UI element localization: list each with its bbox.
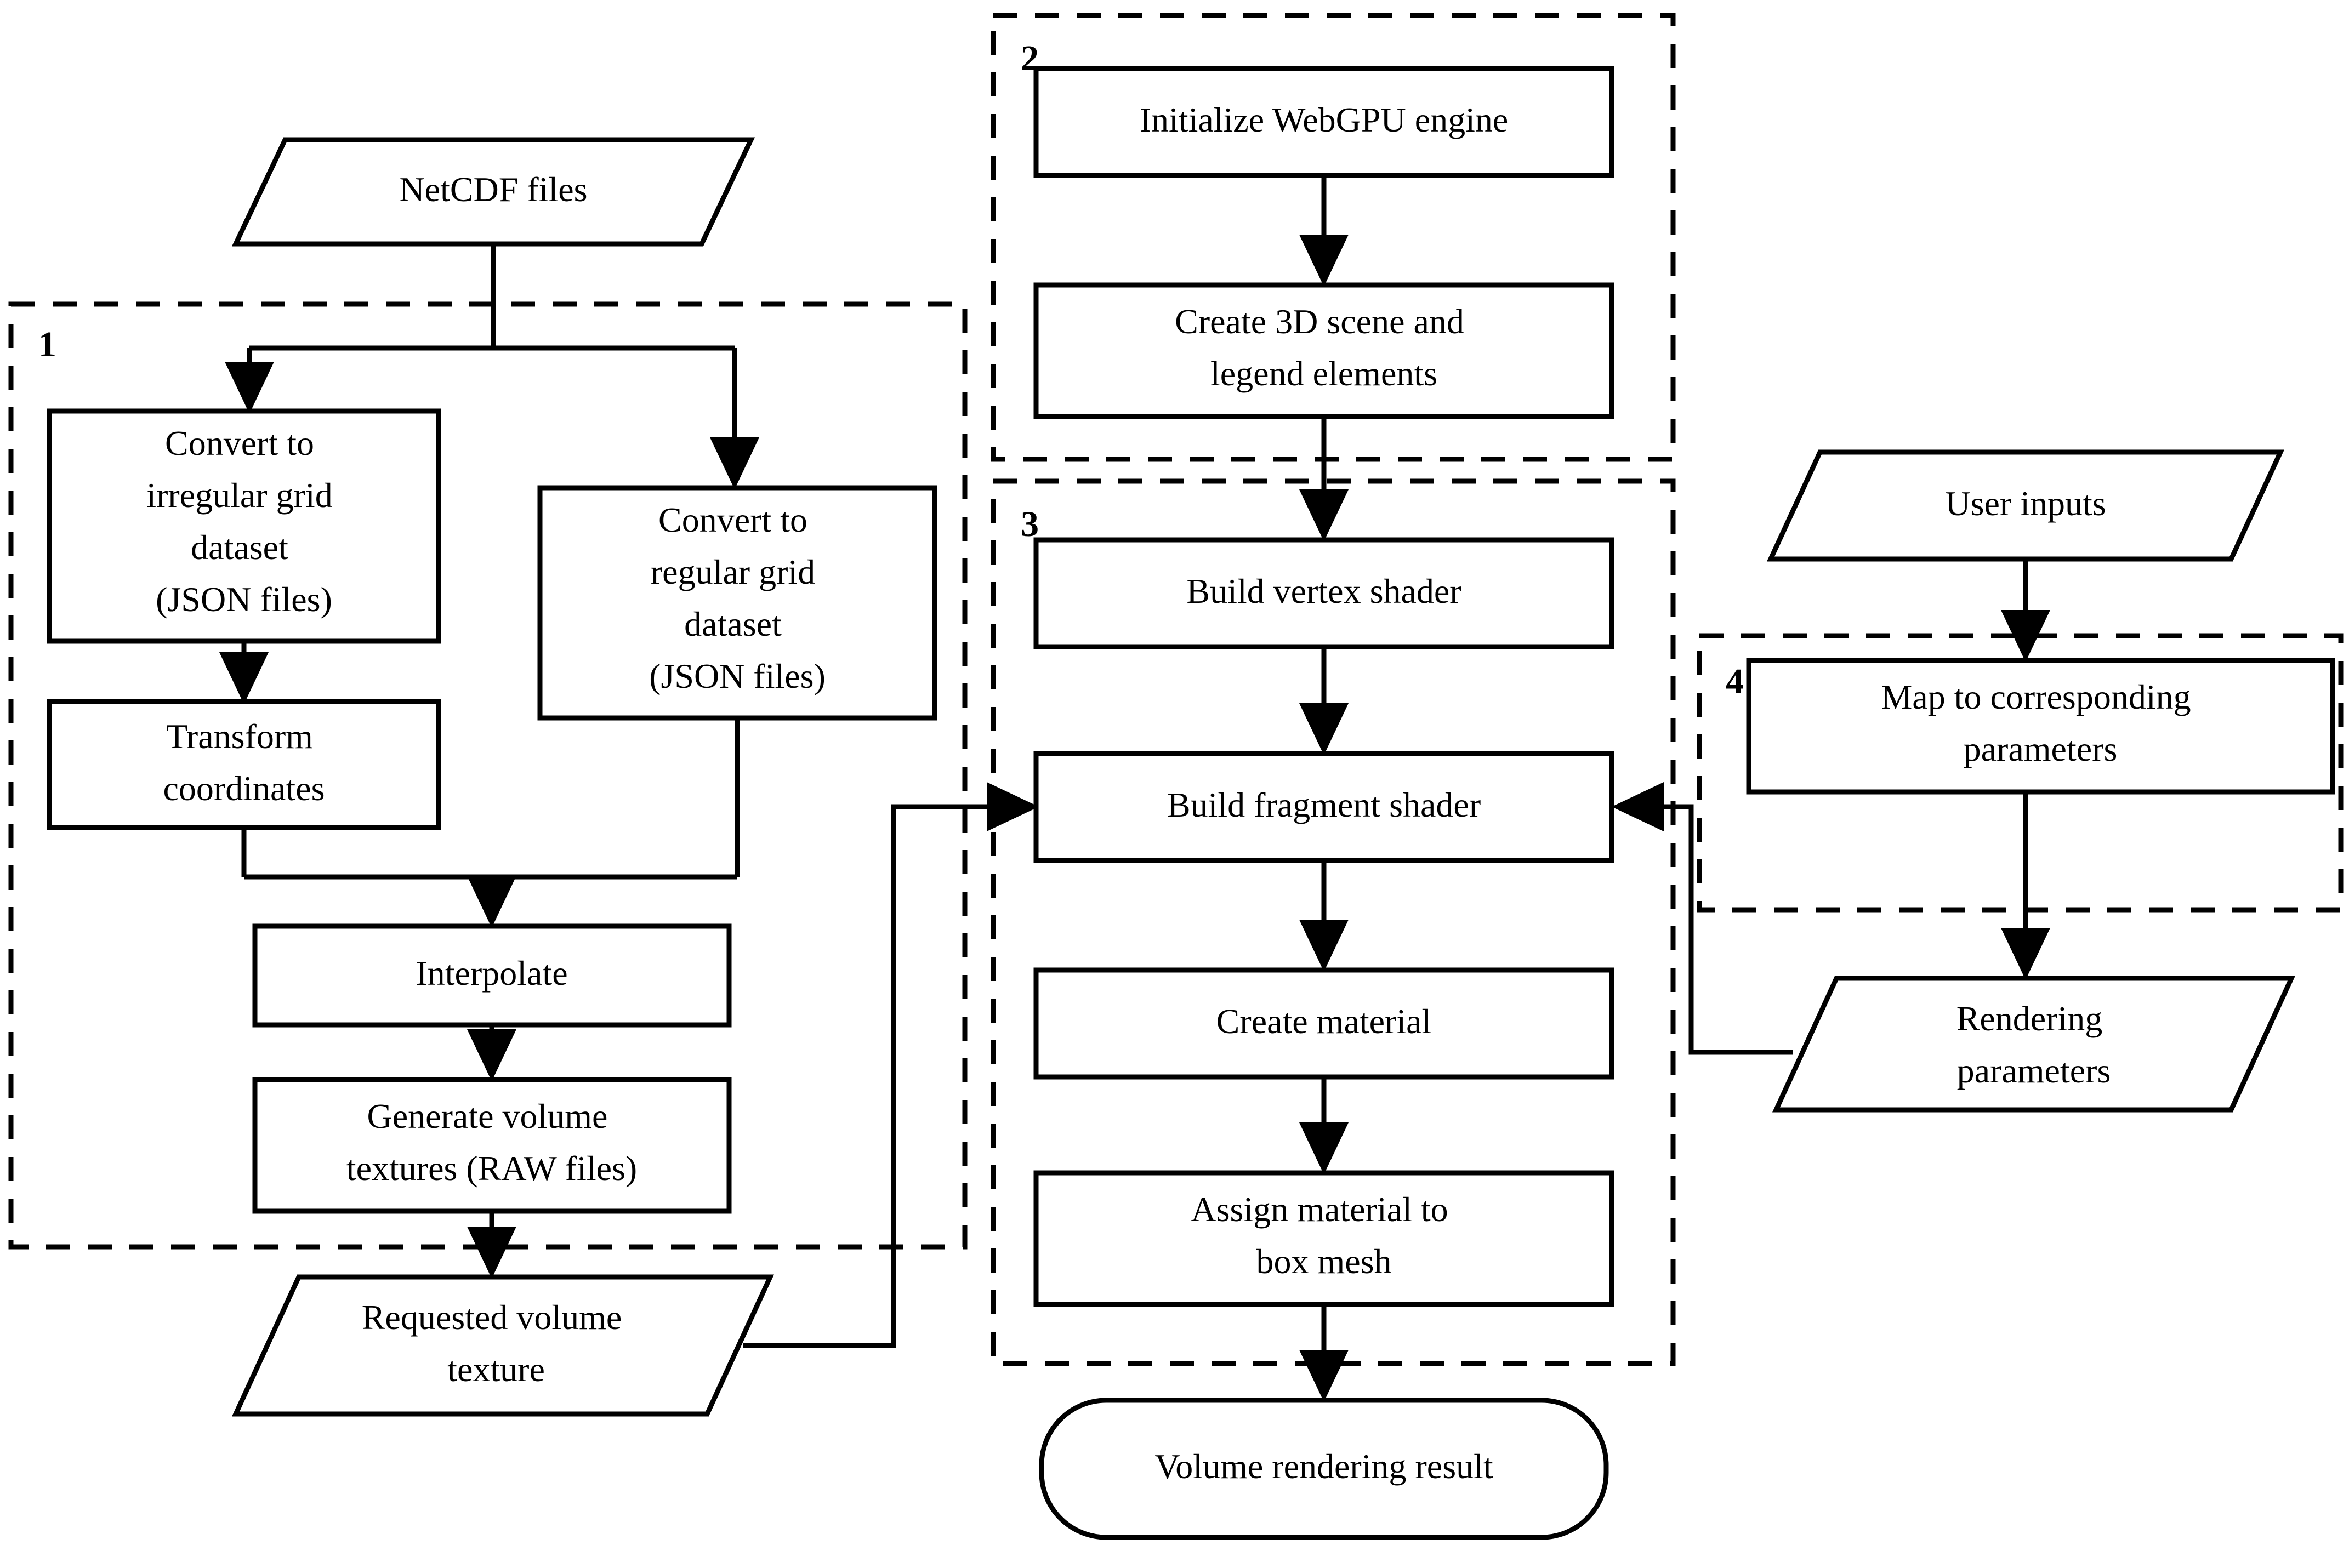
node-build-fragment-shader[interactable]: Build fragment shader bbox=[1033, 751, 1614, 863]
node-initialize-webgpu-engine[interactable]: Initialize WebGPU engine bbox=[1033, 66, 1614, 178]
rendering-parameters-label: Rendering parameters bbox=[1956, 999, 2112, 1090]
map-to-parameters-label: Map to corresponding parameters bbox=[1881, 677, 2199, 768]
arrowhead-to-renderparams bbox=[2001, 928, 2050, 980]
transform-coordinates-label: Transform coordinates bbox=[163, 717, 325, 808]
group-4-label: 4 bbox=[1726, 662, 1744, 702]
convert-regular-shape bbox=[537, 485, 937, 721]
netcdf-files-label: NetCDF files bbox=[399, 170, 587, 209]
create-3d-scene-shape bbox=[1033, 282, 1614, 419]
initialize-webgpu-engine-label: Initialize WebGPU engine bbox=[1140, 100, 1509, 139]
assign-material-shape bbox=[1033, 1170, 1614, 1307]
node-build-vertex-shader[interactable]: Build vertex shader bbox=[1033, 537, 1614, 649]
rendering-parameters-shape bbox=[1772, 976, 2296, 1113]
arrowhead-renderparams-to-fragment bbox=[1612, 782, 1664, 831]
arrowhead-to-regular bbox=[710, 437, 759, 489]
node-assign-material[interactable]: Assign material to box mesh bbox=[1033, 1170, 1614, 1307]
arrowhead-to-interpolate bbox=[467, 876, 516, 928]
assign-material-label: Assign material to box mesh bbox=[1191, 1190, 1457, 1281]
node-rendering-parameters[interactable]: Rendering parameters bbox=[1772, 976, 2296, 1113]
group-1-boundary bbox=[8, 301, 968, 1250]
arrowhead-to-vertex bbox=[1299, 489, 1349, 541]
arrowhead-to-reqvol bbox=[467, 1227, 516, 1279]
edge-reqvol-fragment bbox=[743, 804, 1011, 1348]
transform-coordinates-shape bbox=[47, 699, 441, 830]
arrowhead-to-transform bbox=[219, 652, 269, 704]
user-inputs-shape bbox=[1766, 449, 2285, 562]
node-create-material[interactable]: Create material bbox=[1033, 967, 1614, 1080]
group-boundaries bbox=[8, 13, 2344, 1366]
generate-volume-textures-label: Generate volume textures (RAW files) bbox=[346, 1097, 637, 1188]
arrowhead-to-fragment bbox=[1299, 703, 1349, 755]
group-3-label: 3 bbox=[1021, 504, 1039, 544]
create-material-shape bbox=[1033, 967, 1614, 1080]
create-material-label: Create material bbox=[1216, 1002, 1432, 1041]
volume-rendering-result-label: Volume rendering result bbox=[1154, 1447, 1493, 1486]
connectors bbox=[219, 175, 2050, 1402]
generate-volume-textures-shape bbox=[252, 1077, 732, 1214]
volume-rendering-result-shape bbox=[1039, 1398, 1609, 1540]
requested-volume-texture-label: Requested volume texture bbox=[362, 1298, 631, 1389]
group-2-label: 2 bbox=[1021, 38, 1039, 78]
node-netcdf-files[interactable]: NetCDF files bbox=[231, 137, 755, 247]
arrowhead-reqvol-to-fragment bbox=[987, 782, 1039, 831]
interpolate-shape bbox=[252, 923, 732, 1028]
arrowhead-to-map bbox=[2001, 610, 2050, 662]
convert-irregular-shape bbox=[47, 408, 441, 644]
initialize-webgpu-engine-shape bbox=[1033, 66, 1614, 178]
arrowhead-to-assign bbox=[1299, 1122, 1349, 1174]
node-convert-regular[interactable]: Convert to regular grid dataset (JSON fi… bbox=[537, 485, 937, 721]
user-inputs-label: User inputs bbox=[1945, 484, 2106, 523]
interpolate-label: Interpolate bbox=[416, 954, 567, 993]
node-volume-rendering-result[interactable]: Volume rendering result bbox=[1039, 1398, 1609, 1540]
netcdf-files-shape bbox=[231, 137, 755, 247]
node-map-to-parameters[interactable]: Map to corresponding parameters bbox=[1746, 658, 2335, 795]
node-interpolate[interactable]: Interpolate bbox=[252, 923, 732, 1028]
edge-renderparams-fragment bbox=[1664, 804, 1793, 1055]
group-1-label: 1 bbox=[38, 324, 56, 364]
arrowhead-to-irregular bbox=[225, 362, 274, 414]
map-to-parameters-shape bbox=[1746, 658, 2335, 795]
arrowhead-to-genvol bbox=[467, 1029, 516, 1081]
edge-netcdf-split bbox=[247, 244, 737, 471]
group-labels: 1 2 3 4 bbox=[38, 38, 1744, 702]
node-user-inputs[interactable]: User inputs bbox=[1766, 449, 2285, 562]
build-fragment-shader-shape bbox=[1033, 751, 1614, 863]
node-transform-coordinates[interactable]: Transform coordinates bbox=[47, 699, 441, 830]
node-convert-irregular[interactable]: Convert to irregular grid dataset (JSON … bbox=[47, 408, 441, 644]
convert-regular-label: Convert to regular grid dataset (JSON fi… bbox=[649, 500, 826, 695]
arrowhead-to-result bbox=[1299, 1350, 1349, 1402]
create-3d-scene-label: Create 3D scene and legend elements bbox=[1175, 302, 1473, 393]
group-3-boundary bbox=[991, 478, 1676, 1366]
node-create-3d-scene[interactable]: Create 3D scene and legend elements bbox=[1033, 282, 1614, 419]
group-2-boundary bbox=[991, 13, 1676, 462]
node-generate-volume-textures[interactable]: Generate volume textures (RAW files) bbox=[252, 1077, 732, 1214]
convert-irregular-label: Convert to irregular grid dataset (JSON … bbox=[146, 424, 341, 619]
arrowhead-to-scene bbox=[1299, 235, 1349, 287]
requested-volume-texture-shape bbox=[231, 1274, 775, 1417]
arrowhead-to-material bbox=[1299, 920, 1349, 972]
node-requested-volume-texture[interactable]: Requested volume texture bbox=[231, 1274, 775, 1417]
build-vertex-shader-shape bbox=[1033, 537, 1614, 649]
build-vertex-shader-label: Build vertex shader bbox=[1186, 572, 1461, 611]
build-fragment-shader-label: Build fragment shader bbox=[1167, 785, 1481, 824]
